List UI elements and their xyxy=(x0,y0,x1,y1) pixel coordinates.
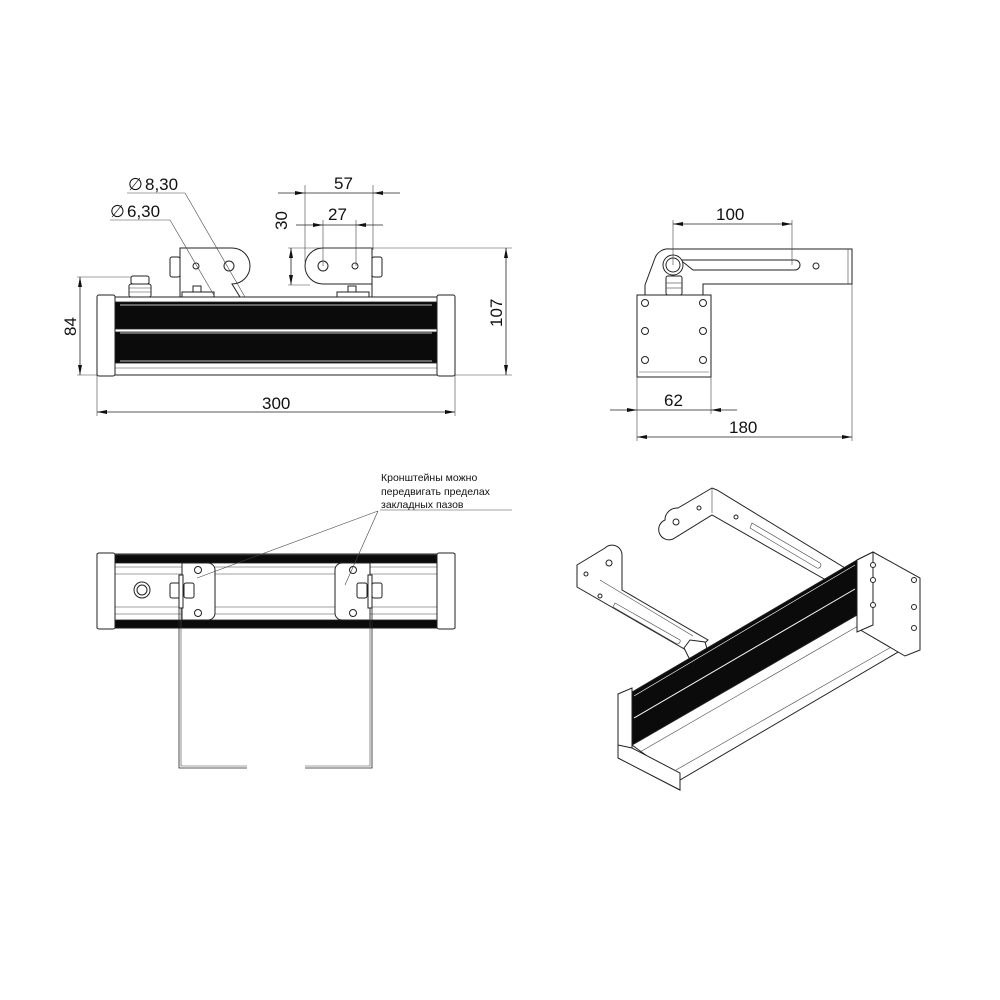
iso-back-bracket xyxy=(658,487,846,589)
dim-107: 107 xyxy=(487,299,506,327)
bottom-left-plate xyxy=(169,562,216,621)
isometric-view xyxy=(576,487,921,791)
note-line-2: передвигать пределах xyxy=(381,486,491,498)
dim-diameter-6-30: 6,30 xyxy=(127,202,160,221)
dimension-lines xyxy=(77,185,512,416)
front-view: ∅ 8,30 ∅ 6,30 57 27 30 107 84 300 xyxy=(61,174,512,416)
iso-luminaire-body xyxy=(617,551,921,791)
dim-27: 27 xyxy=(328,205,347,224)
side-view: 100 62 180 xyxy=(610,205,853,441)
iso-front-bracket xyxy=(576,544,709,661)
dim-diameter-8-30: 8,30 xyxy=(145,175,178,194)
note-leaders xyxy=(196,509,512,586)
note-line-1: Кронштейны можно xyxy=(381,472,477,484)
dim-180: 180 xyxy=(729,418,757,437)
dim-100: 100 xyxy=(716,205,744,224)
side-screws xyxy=(641,299,707,364)
bottom-view: Кронштейны можно передвигать пределах за… xyxy=(96,472,512,769)
dim-62: 62 xyxy=(664,391,683,410)
bottom-right-plate xyxy=(334,562,383,621)
dim-57: 57 xyxy=(334,174,353,193)
luminaire-body xyxy=(96,294,456,377)
diameter-symbol-2: ∅ xyxy=(110,202,125,221)
dim-300: 300 xyxy=(262,394,290,413)
cable-gland xyxy=(128,275,152,298)
right-bracket xyxy=(304,247,383,298)
note-line-3: закладных пазов xyxy=(381,499,464,511)
diameter-symbol-1: ∅ xyxy=(128,175,143,194)
left-bracket xyxy=(169,247,251,298)
dim-84: 84 xyxy=(61,317,80,336)
dim-30: 30 xyxy=(272,211,291,230)
